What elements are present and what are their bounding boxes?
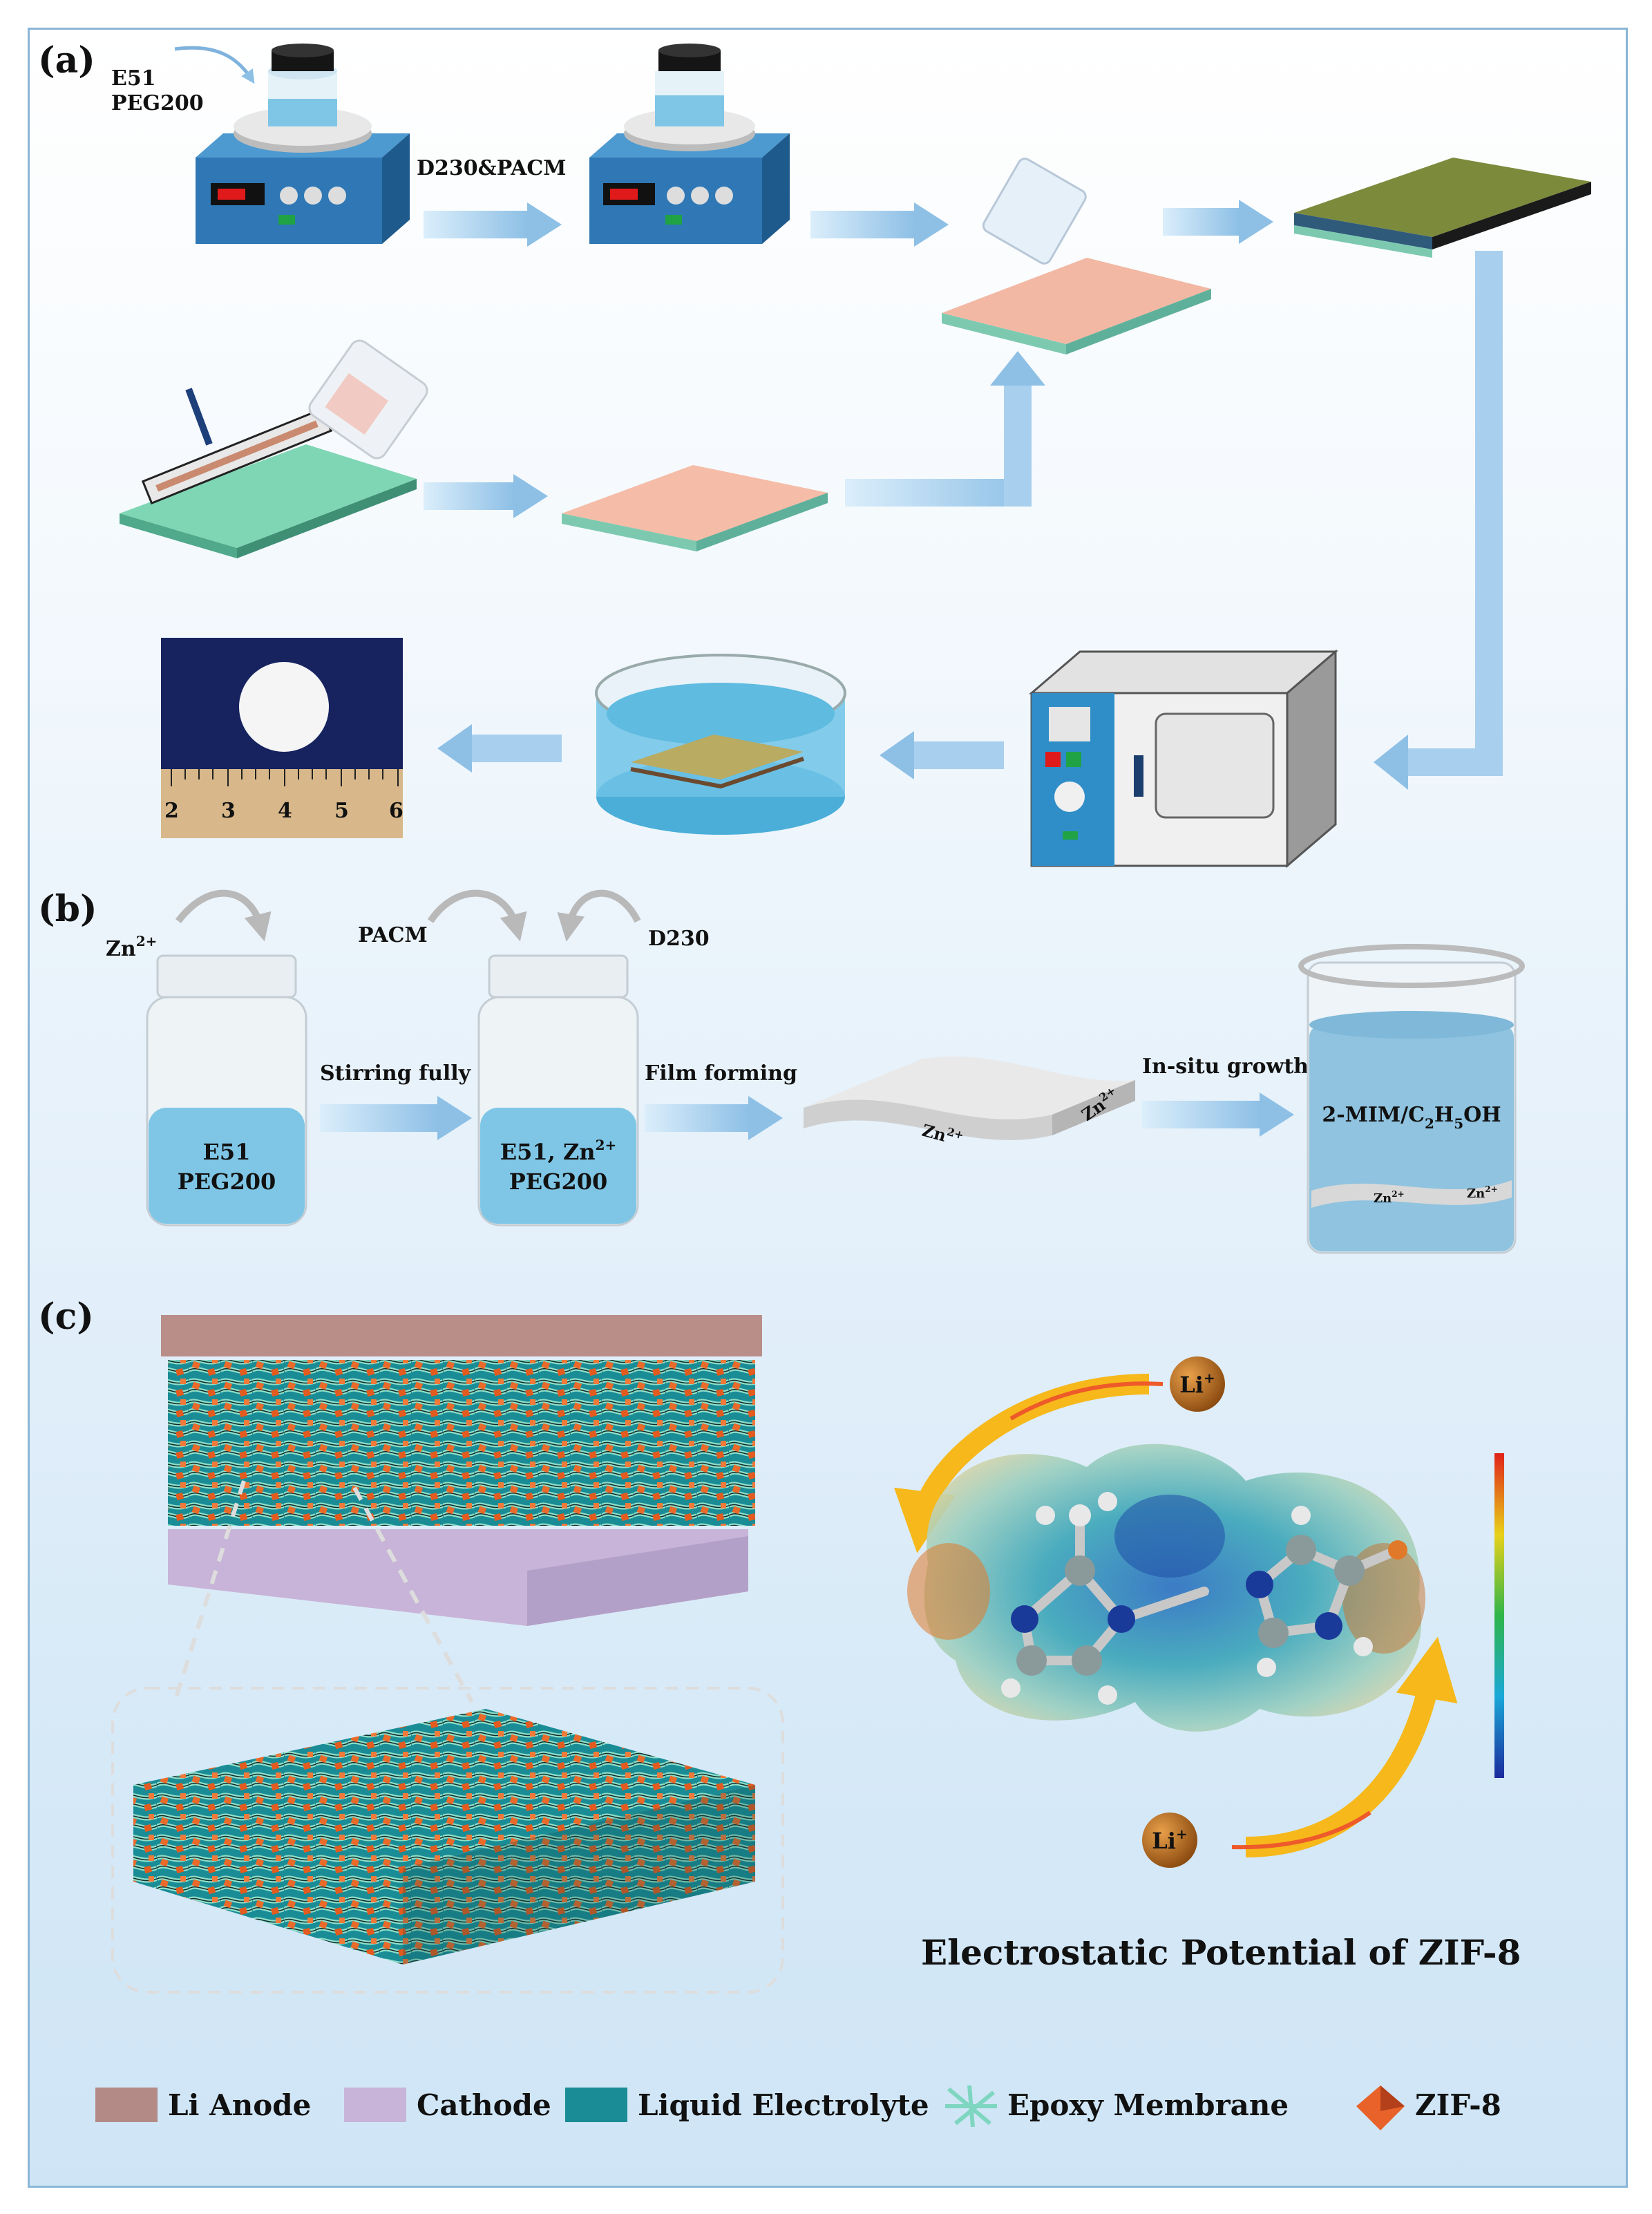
bottle-1: E51 PEG200	[146, 954, 307, 1227]
ruler-label-3: 3	[221, 799, 236, 823]
panel-b-label: (b)	[38, 888, 97, 930]
solution-label: 2-MIM/C2H5OH	[1322, 1103, 1501, 1132]
flow-arrow-2	[810, 211, 914, 238]
legend-label-epoxy-membrane: Epoxy Membrane	[1007, 2088, 1289, 2122]
esp-surface	[907, 1444, 1425, 1732]
pour-arrow	[174, 46, 255, 84]
legend-label-zif-8: ZIF-8	[1415, 2088, 1501, 2122]
zn-film: Zn2+ Zn2+	[804, 1056, 1135, 1146]
legend: Li Anode Cathode Liquid Electrolyte Epox…	[95, 2085, 1501, 2130]
flow-arrow-down	[1475, 251, 1503, 776]
legend-swatch-liquid-electrolyte	[565, 2088, 627, 2122]
d230-label: D230	[648, 927, 710, 951]
flow-arrow-5	[472, 735, 562, 762]
flow-arrow-1	[424, 211, 527, 238]
figure-canvas: (a) E51 PEG200 D230&PACM	[38, 39, 1591, 2130]
ruler-label-5: 5	[334, 799, 349, 823]
pacm-add-arrow	[427, 889, 527, 942]
panel-a-label: (a)	[38, 39, 95, 82]
reagent-peg200: PEG200	[111, 91, 204, 115]
drying-oven	[1028, 649, 1339, 869]
battery-stack	[161, 1315, 762, 1626]
bottle-2-line1: E51, Zn2+	[500, 1137, 617, 1165]
ruler-label-4: 4	[278, 799, 292, 823]
flow-arrow-6	[914, 741, 1004, 769]
legend-label-liquid-electrolyte: Liquid Electrolyte	[638, 2088, 929, 2122]
flow-arrow-b3	[1142, 1101, 1260, 1128]
li-ion-bottom	[1142, 1813, 1197, 1868]
li-ion-top-label: Li+	[1179, 1370, 1215, 1398]
esp-title: Electrostatic Potential of ZIF-8	[921, 1932, 1521, 1973]
ruler-label-6: 6	[389, 799, 403, 823]
step-film-forming-label: Film forming	[645, 1061, 797, 1086]
bottle-1-line1: E51	[203, 1139, 251, 1165]
ruler-ticks	[171, 769, 399, 786]
hardener-label: D230&PACM	[417, 156, 566, 180]
step-stirring-label: Stirring fully	[320, 1061, 472, 1086]
flow-arrow-3	[1163, 208, 1239, 236]
beaker-zn-label-2: Zn2+	[1467, 1184, 1498, 1201]
legend-label-cathode: Cathode	[417, 2088, 551, 2122]
pouring-vial	[982, 158, 1087, 265]
pacm-label: PACM	[358, 923, 428, 947]
esp-color-bar	[1494, 1453, 1504, 1778]
bottle-1-line2: PEG200	[178, 1168, 276, 1195]
flow-arrow-b2	[645, 1104, 748, 1132]
bottle-2-line2: PEG200	[509, 1168, 608, 1195]
membrane-zoom	[133, 1709, 755, 1965]
panel-c-label: (c)	[38, 1296, 94, 1338]
zn-add-arrow	[175, 889, 272, 942]
magnetic-stirrer-1	[196, 44, 410, 244]
magnetic-stirrer-2	[589, 44, 790, 244]
flow-arrow-up	[845, 479, 1032, 507]
cast-membrane	[562, 465, 828, 551]
bottle-2: E51, Zn2+ PEG200	[477, 954, 639, 1227]
legend-swatch-cathode	[344, 2088, 406, 2122]
figure-frame: (a) E51 PEG200 D230&PACM	[28, 28, 1628, 2188]
beaker: 2-MIM/C2H5OH Zn2+ Zn2+	[1298, 944, 1525, 1254]
reagent-e51: E51	[111, 66, 156, 91]
soaking-dish	[595, 654, 846, 835]
step-insitu-label: In-situ growth	[1142, 1054, 1309, 1079]
legend-swatch-zif-8	[1356, 2085, 1405, 2130]
membrane-on-substrate	[942, 258, 1211, 354]
beaker-zn-label-1: Zn2+	[1374, 1189, 1405, 1206]
flow-arrow-4	[424, 482, 513, 510]
zn-ion-label: Zn2+	[106, 933, 157, 961]
legend-swatch-li-anode	[95, 2088, 158, 2122]
zoom-inset-frame	[111, 1687, 784, 1994]
zoom-guide-right	[352, 1486, 474, 1703]
li-ion-top	[1170, 1356, 1225, 1412]
membrane-photo: 2 3 4 5 6	[161, 638, 403, 838]
sandwich-stack	[1294, 158, 1591, 258]
zoom-guide-left	[173, 1480, 246, 1703]
flow-arrow-b1	[320, 1104, 437, 1132]
ruler-label-2: 2	[164, 799, 179, 823]
li-ion-bottom-label: Li+	[1152, 1826, 1187, 1854]
legend-label-li-anode: Li Anode	[168, 2088, 311, 2122]
doctor-blade-casting	[120, 339, 428, 558]
d230-add-arrow	[557, 889, 641, 942]
legend-swatch-epoxy-membrane	[945, 2085, 997, 2128]
